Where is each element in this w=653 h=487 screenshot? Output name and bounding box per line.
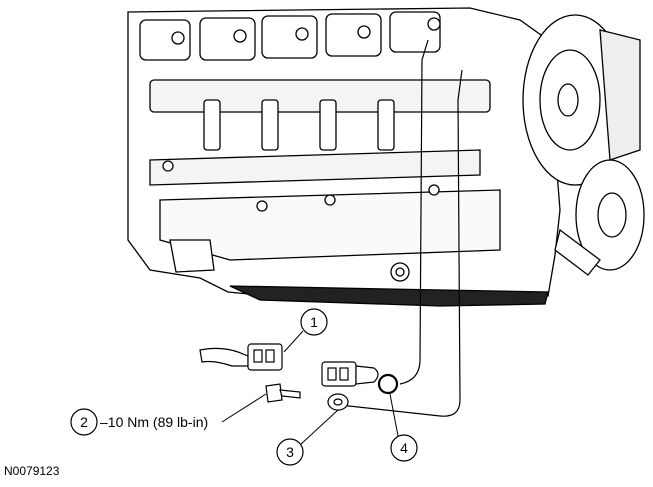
callout-4: 4 — [390, 434, 418, 462]
engine-block — [127, 7, 561, 307]
torque-spec: –10 Nm (89 lb-in) — [100, 414, 208, 430]
electrical-connector — [199, 343, 283, 371]
callout-3: 3 — [276, 438, 304, 466]
o-ring — [377, 373, 399, 395]
svg-text:4: 4 — [400, 440, 408, 456]
callout-2: 2 –10 Nm (89 lb-in) — [70, 408, 208, 436]
callout-1: 1 — [300, 308, 328, 336]
figure-id: N0079123 — [4, 464, 60, 478]
sensor-wiring — [339, 39, 463, 417]
crankshaft-position-sensor — [321, 361, 379, 411]
crankshaft-pulley — [522, 14, 645, 276]
svg-text:3: 3 — [286, 444, 294, 460]
svg-text:1: 1 — [310, 314, 318, 330]
sensor-bolt — [265, 383, 301, 403]
svg-text:2: 2 — [80, 414, 88, 430]
callout-leaders — [221, 330, 399, 446]
